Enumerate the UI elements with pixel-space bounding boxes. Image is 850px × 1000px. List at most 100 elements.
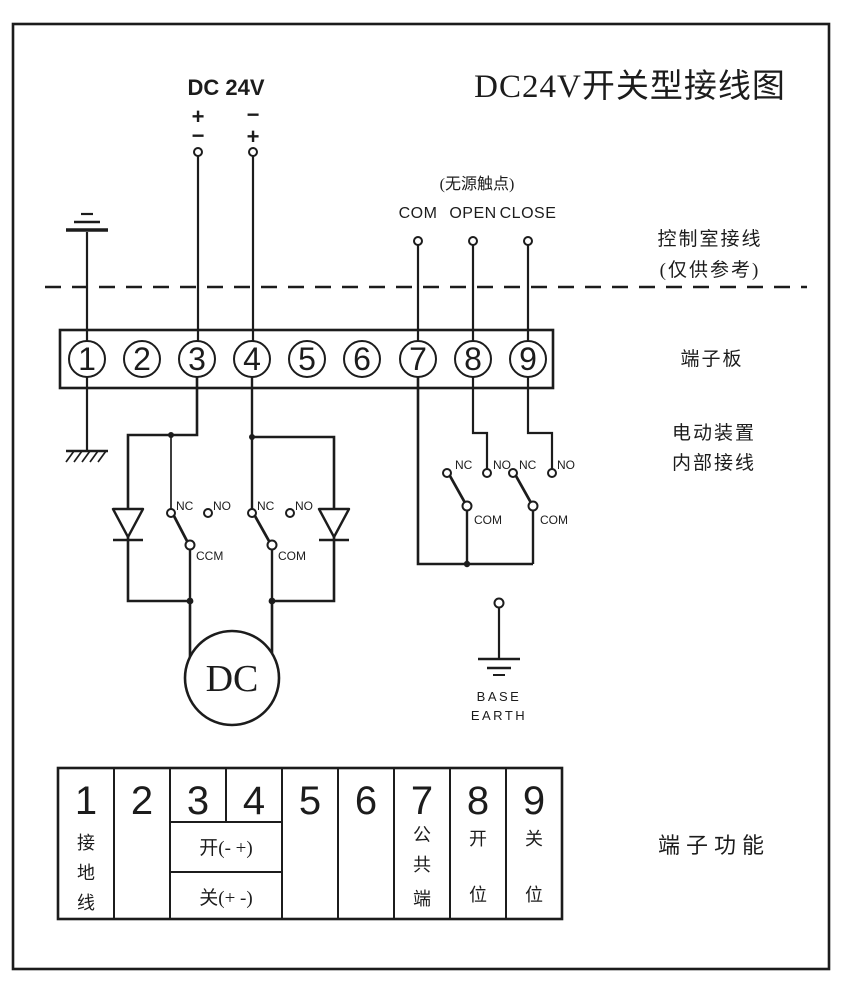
close-position-wire — [526, 377, 554, 469]
col7-char-1: 公 — [413, 825, 431, 845]
power-feed: DC 24V + − − + — [187, 75, 265, 341]
terminal-board-box — [58, 328, 555, 390]
terminal-number-9: 9 — [519, 341, 537, 377]
left-wire-polarity-top: + — [192, 104, 205, 129]
nc-label: NC — [455, 458, 473, 472]
right-wire-polarity-top: − — [247, 102, 260, 127]
com-label: COM — [399, 205, 438, 222]
no-label: NO — [557, 458, 575, 472]
terminal-number-7: 7 — [409, 341, 427, 377]
nc-label: NC — [257, 499, 275, 513]
nc-contact-point — [442, 468, 452, 478]
motor-circuit-close: NC NO COM — [247, 377, 351, 662]
col7-char-3: 端 — [413, 889, 431, 909]
terminal-function-label: 端子功能 — [658, 833, 770, 858]
right-wire-polarity-bottom: + — [247, 124, 260, 149]
terminal-board-label: 端子板 — [680, 348, 743, 370]
table-header-7: 7 — [411, 779, 433, 823]
com-label: COM — [278, 549, 306, 563]
junction-dot — [463, 560, 471, 568]
col8-char-2: 位 — [469, 885, 487, 905]
com-contact-point — [184, 539, 196, 551]
limit-switch-circuit: NC NO NC NO COM COM — [416, 377, 575, 568]
switch-arm — [172, 514, 189, 543]
terminal-function-table: 1 2 3 4 5 6 7 8 9 接 地 线 开(- +) 关(+ -) 公 … — [56, 766, 564, 921]
open-row-text: 开(- +) — [199, 838, 252, 859]
earth-ground-icon — [478, 657, 520, 676]
no-label: NO — [213, 499, 231, 513]
terminal-circle-6 — [343, 340, 381, 378]
col9-char-1: 关 — [525, 829, 543, 849]
signal-terminal-point — [468, 236, 478, 246]
passive-contact-note: (无源触点) — [440, 175, 515, 193]
open-position-wire — [471, 377, 489, 469]
nc-label: NC — [176, 499, 194, 513]
terminal-circle-5 — [288, 340, 326, 378]
terminal-number-2: 2 — [133, 341, 151, 377]
base-label: BASE — [477, 689, 522, 704]
table-border — [56, 766, 564, 921]
col1-char-3: 线 — [77, 893, 95, 913]
junction-dot — [268, 597, 276, 605]
motor-label: DC — [206, 658, 259, 700]
table-header-2: 2 — [131, 779, 153, 823]
com-contact-point — [527, 500, 539, 512]
switch-arm — [253, 514, 271, 543]
terminal-circle-2 — [123, 340, 161, 378]
power-label: DC 24V — [187, 75, 264, 100]
nc-contact-point — [247, 508, 257, 518]
table-header-6: 6 — [355, 779, 377, 823]
col7-char-2: 共 — [413, 855, 431, 875]
earth-ground-icon — [66, 212, 108, 341]
nc-contact-point — [166, 508, 176, 518]
diode-icon — [111, 507, 145, 539]
earth-label: EARTH — [471, 708, 527, 723]
chassis-ground-icon — [65, 377, 108, 463]
signal-terminal-point — [413, 236, 423, 246]
table-header-1: 1 — [75, 779, 97, 823]
table-header-5: 5 — [299, 779, 321, 823]
ccm-label: CCM — [196, 549, 223, 563]
left-wire-polarity-bottom: − — [192, 123, 205, 148]
dc-motor: DC — [183, 629, 281, 727]
control-room-note-2: (仅供参考) — [660, 259, 761, 281]
power-terminal-point — [248, 147, 258, 157]
table-header-4: 4 — [243, 779, 265, 823]
no-contact-point — [203, 508, 213, 518]
junction-dot — [186, 597, 194, 605]
col1-char-1: 接 — [77, 833, 95, 853]
com-label: COM — [540, 513, 568, 527]
terminal-number-6: 6 — [353, 341, 371, 377]
com-contact-point — [266, 539, 278, 551]
signal-terminal-point — [523, 236, 533, 246]
col8-char-1: 开 — [469, 829, 487, 849]
table-header-3: 3 — [187, 779, 209, 823]
table-header-8: 8 — [467, 779, 489, 823]
no-contact-point — [285, 508, 295, 518]
internal-wiring-label-2: 内部接线 — [672, 452, 756, 474]
table-header-9: 9 — [523, 779, 545, 823]
terminal-number-4: 4 — [243, 341, 261, 377]
switch-arm — [514, 474, 532, 503]
col1-char-2: 地 — [77, 863, 95, 883]
com-contact-point — [461, 500, 473, 512]
nc-label: NC — [519, 458, 537, 472]
motor-circle — [183, 629, 281, 727]
table-row-lines — [170, 821, 282, 873]
terminal-number-5: 5 — [298, 341, 316, 377]
no-contact-point — [547, 468, 557, 478]
switch-arm — [448, 474, 466, 503]
power-terminal-point — [193, 147, 203, 157]
earth-terminal-point — [493, 597, 505, 609]
diagram-title: DC24V开关型接线图 — [474, 68, 786, 105]
open-label: OPEN — [449, 205, 496, 222]
junction-dot — [249, 434, 255, 440]
com-bus-wire — [416, 377, 533, 566]
page-border — [11, 22, 831, 971]
control-signals: (无源触点) COM OPEN CLOSE — [399, 175, 557, 341]
motor-circuit-open: NC NO CCM — [111, 377, 231, 662]
close-label: CLOSE — [500, 205, 557, 222]
internal-wiring-label-1: 电动装置 — [672, 422, 756, 444]
control-room-note-1: 控制室接线 — [657, 228, 762, 250]
